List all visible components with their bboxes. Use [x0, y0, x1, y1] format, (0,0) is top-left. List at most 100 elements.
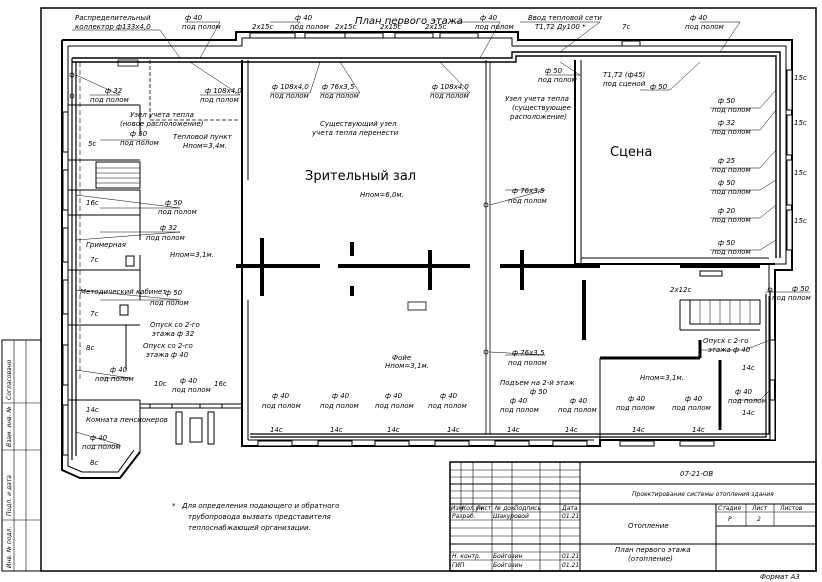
- rad-14-b1: 14с: [270, 426, 283, 434]
- rad-7-l1: 7с: [90, 256, 98, 264]
- note-star: *: [172, 502, 176, 510]
- rad-14-b8: 14с: [692, 426, 705, 434]
- pipe-d40-b9: ф 40: [685, 395, 703, 403]
- leader-lines: [72, 21, 810, 446]
- rad-7-top: 7с: [622, 23, 630, 31]
- tb-gip: ГИП: [452, 562, 465, 569]
- pipe-pod-polom-l2: под полом: [146, 234, 186, 242]
- opusk1-1: Опуск со 2-го: [150, 321, 200, 329]
- pipe-d40-l6: ф 40: [90, 434, 108, 442]
- tb-section: Отопление: [628, 522, 669, 530]
- pipe-d40-b7: ф 40: [570, 397, 588, 405]
- radiator: [786, 159, 793, 206]
- pipe-d50-r1: ф 50: [718, 97, 736, 105]
- tb-col-kol: Кол.уч: [462, 505, 483, 512]
- rad-7-l2: 7с: [90, 310, 98, 318]
- pipe-pod-polom-l6: под полом: [82, 443, 122, 451]
- pipe-d76-2: ф 76х3,5: [512, 187, 545, 195]
- pipe-d40-top4: ф 40: [690, 14, 708, 22]
- pipe-d32-r2: ф 32: [718, 119, 736, 127]
- pipe-pod-polom-b8: под полом: [616, 404, 656, 412]
- radiator: [62, 111, 69, 153]
- pipe-pod-polom-r8: под полом: [728, 397, 768, 405]
- opusk2-2: этажа ф 40: [146, 351, 189, 359]
- pipe-d50-c2: ф 50: [650, 83, 668, 91]
- pipe-pod-polom-r6: под полом: [712, 248, 752, 256]
- note-line-1: Для определения подающего и обратного: [181, 502, 339, 510]
- rad-2x15-2: 2х15с: [335, 23, 357, 31]
- pipe-d50-b5: ф 50: [530, 388, 548, 396]
- room-stage: Сцена: [610, 145, 652, 160]
- pipe-pod-polom-top3: под полом: [475, 23, 515, 31]
- pipe-pod-polom-108a: под полом: [200, 96, 240, 104]
- radiator: [621, 40, 641, 47]
- rad-16-b: 16с: [214, 380, 227, 388]
- tb-gip-name: Бойгозин: [493, 562, 523, 569]
- radiator: [769, 399, 776, 441]
- radiator: [786, 69, 793, 111]
- tb-sheet-name-2: (отопление): [628, 555, 673, 563]
- pipe-pod-polom-r4: под полом: [712, 188, 752, 196]
- radiator: [494, 440, 530, 447]
- pipe-pod-polom-l3: под полом: [150, 299, 190, 307]
- tb-sheets-h: Листов: [779, 505, 803, 512]
- tb-project: Проектирование системы отопления здания: [632, 491, 774, 498]
- rad-2x15-4: 2х15с: [425, 23, 447, 31]
- pipe-pod-polom-r3: под полом: [712, 166, 752, 174]
- pipe-d76-3: ф 76х3,5: [512, 349, 545, 357]
- uzel-right-1: Узел учета тепла: [505, 95, 569, 103]
- pipe-pod-polom-76a: под полом: [320, 92, 360, 100]
- rad-8-b: 8с: [90, 459, 98, 467]
- pipe-d40-b3: ф 40: [385, 392, 403, 400]
- radiator: [62, 227, 69, 263]
- radiator: [769, 339, 776, 381]
- tb-col-list: Лист: [475, 505, 492, 512]
- radiator: [199, 403, 223, 409]
- radiator: [679, 440, 715, 447]
- rad-16: 16с: [86, 199, 99, 207]
- opusk2-1: Опуск со 2-го: [143, 342, 193, 350]
- pipe-d40-l5: ф 40: [180, 377, 198, 385]
- rad-2x12: 2х12с: [670, 286, 692, 294]
- h31-right: Hпом=3,1м.: [640, 374, 684, 382]
- pipe-pod-polom-r1: под полом: [712, 106, 752, 114]
- radiator: [62, 169, 69, 211]
- radiator: [149, 403, 173, 409]
- tb-col-podpis: Подпись: [514, 505, 541, 512]
- room-hall: Зрительный зал: [305, 169, 416, 184]
- uzel-right-2: (существующее: [512, 104, 571, 112]
- room-grimernaya: Гримерная: [86, 241, 126, 249]
- podem: Подъем на 2-й этаж: [500, 379, 575, 387]
- pipe-d76-1: ф 76х3,5: [322, 83, 355, 91]
- pipe-pod-polom-top1: под полом: [182, 23, 222, 31]
- tb-razrab-name: Шакуровой: [493, 513, 529, 520]
- radiator: [344, 32, 384, 39]
- rad-14-b6: 14с: [565, 426, 578, 434]
- pipe-pod-polom-76b: под полом: [508, 197, 548, 205]
- note: * Для определения подающего и обратного …: [172, 502, 339, 532]
- pipe-pod-polom-r7: под полом: [772, 294, 812, 302]
- pipe-d25-r3: ф 25: [718, 157, 736, 165]
- radiator: [374, 440, 410, 447]
- radiator: [304, 32, 346, 39]
- tb-nkontr: Н. контр.: [452, 553, 481, 560]
- opusk1-2: этажа ф 32: [152, 330, 195, 338]
- room-komnata-1: Комната пенсионеров: [86, 416, 168, 424]
- tb-sheet-h: Лист: [751, 505, 768, 512]
- pipe-pod-polom-b7: под полом: [558, 406, 598, 414]
- vvod-label-2: Т1,Т2 Ду100 *: [535, 23, 586, 31]
- rad-5: 5с: [88, 140, 96, 148]
- annotations: Распределительный коллектор ф133х4,0 Вво…: [75, 14, 812, 467]
- side-inv-podl: Инв. № подл.: [6, 527, 13, 568]
- tb-sheet-name-1: План первого этажа: [615, 546, 691, 554]
- radiators: [62, 32, 793, 456]
- radiator: [699, 270, 723, 277]
- radiator: [439, 32, 479, 39]
- pipe-pod-polom-top2: под полом: [290, 23, 330, 31]
- foye: Фойе: [392, 354, 411, 362]
- tb-sheet-no: 2: [757, 516, 761, 523]
- teplo-punkt: Тепловой пункт: [173, 133, 233, 141]
- pipe-d108-3: ф 108х4,0: [432, 83, 469, 91]
- pipe-pod-polom-76c: под полом: [508, 359, 548, 367]
- t1t2-label: T1,T2 (ф45): [603, 71, 646, 79]
